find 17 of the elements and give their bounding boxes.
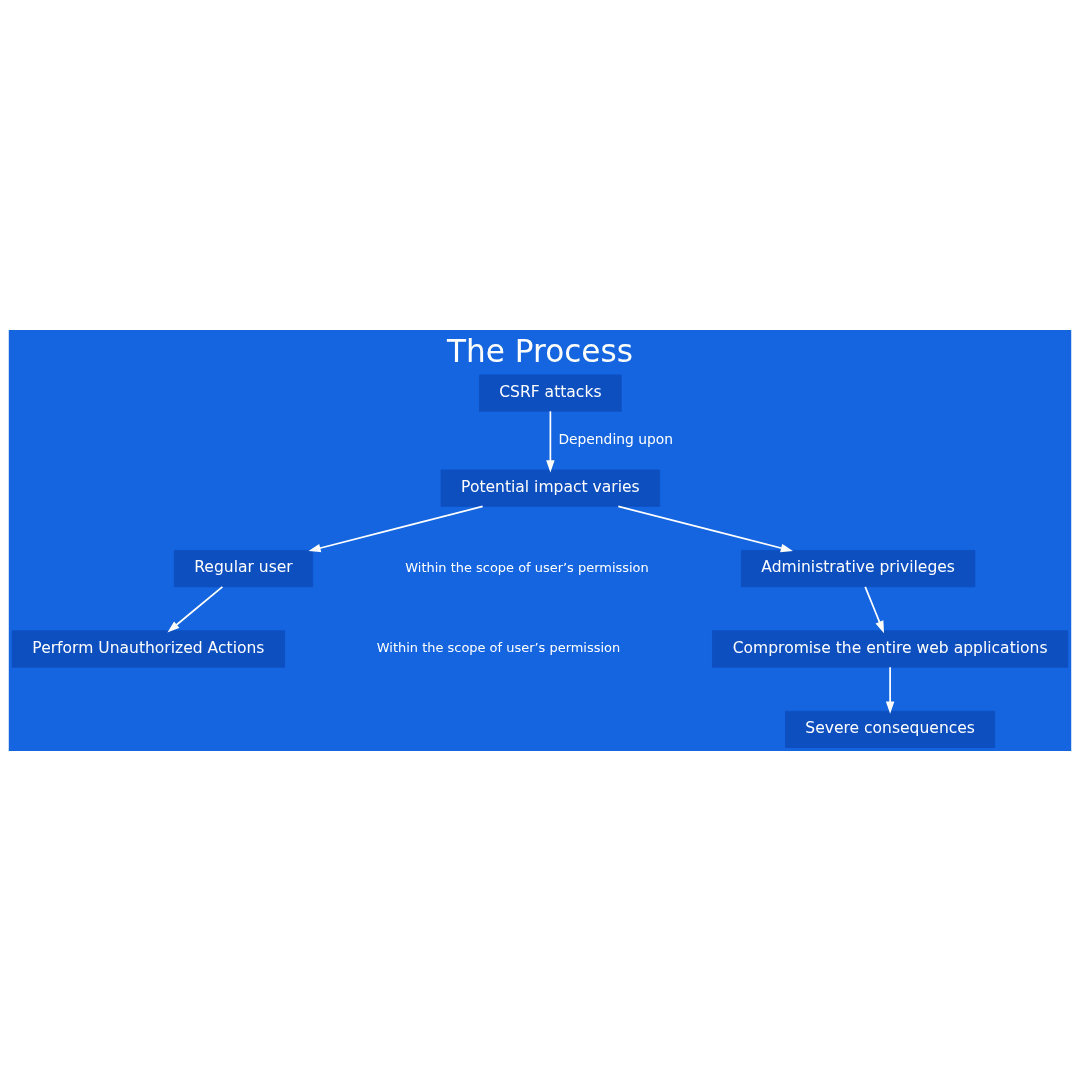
arrow <box>885 665 895 714</box>
node-box: Perform Unauthorized Actions <box>11 629 285 668</box>
node-box: CSRF attacks <box>479 374 622 412</box>
arrow <box>308 505 484 552</box>
arrow <box>864 585 884 633</box>
node-box: Severe consequences <box>785 710 996 748</box>
node-box: Compromise the entire web applications <box>712 629 1069 668</box>
node-box: Regular user <box>173 549 314 587</box>
arrow <box>167 585 224 632</box>
arrow <box>546 409 555 472</box>
edge-label: Depending upon <box>558 430 673 447</box>
diagram-title: The Process <box>447 332 633 369</box>
label: Within the scope of user’s permission <box>376 639 621 655</box>
arrow <box>617 505 793 552</box>
label: Within the scope of user’s permission <box>405 559 649 575</box>
node-box: Administrative privileges <box>741 549 976 587</box>
node-box: Potential impact varies <box>440 469 661 507</box>
